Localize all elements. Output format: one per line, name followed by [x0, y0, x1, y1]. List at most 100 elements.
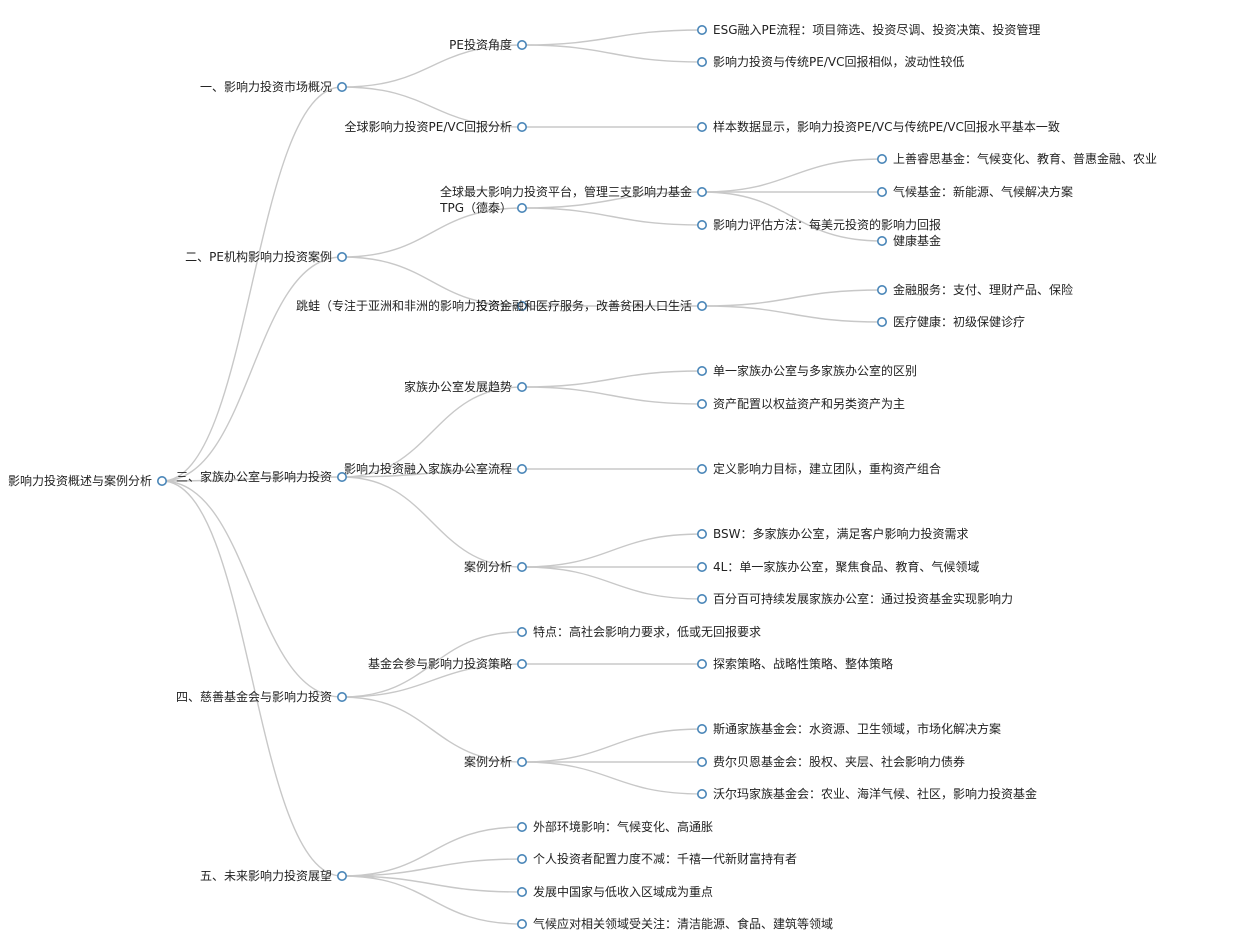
edge-root-s3	[161, 476, 343, 482]
node-label: 影响力投资与传统PE/VC回报相似，波动性较低	[713, 54, 964, 69]
node-circle-icon[interactable]	[876, 154, 887, 165]
node-circle-icon[interactable]	[516, 658, 527, 669]
mindmap-node-s1b[interactable]: 全球影响力投资PE/VC回报分析	[345, 119, 527, 134]
mindmap-node-s3a[interactable]: 家族办公室发展趋势	[404, 379, 527, 394]
node-circle-icon[interactable]	[696, 658, 707, 669]
edge-s3a-s3a1	[521, 370, 703, 388]
edge-s5-s5c	[341, 875, 523, 893]
mindmap-node-s2a2[interactable]: 影响力评估方法：每美元投资的影响力回报	[696, 217, 941, 232]
node-circle-icon[interactable]	[696, 187, 707, 198]
node-circle-icon[interactable]	[696, 220, 707, 231]
mindmap-node-s3a1[interactable]: 单一家族办公室与多家族办公室的区别	[696, 363, 917, 378]
mindmap-node-s3c2[interactable]: 4L：单一家族办公室，聚焦食品、教育、气候领域	[696, 559, 980, 574]
node-circle-icon[interactable]	[876, 236, 887, 247]
node-label: 影响力投资融入家族办公室流程	[344, 461, 512, 476]
mindmap-node-s3b[interactable]: 影响力投资融入家族办公室流程	[344, 461, 527, 476]
mindmap-node-s3a2[interactable]: 资产配置以权益资产和另类资产为主	[696, 397, 905, 411]
node-circle-icon[interactable]	[336, 82, 347, 93]
node-circle-icon[interactable]	[516, 463, 527, 474]
node-circle-icon[interactable]	[696, 723, 707, 734]
mindmap-node-s2b1b[interactable]: 医疗健康：初级保健诊疗	[876, 314, 1025, 329]
mindmap-node-s1a[interactable]: PE投资角度	[449, 37, 527, 52]
node-circle-icon[interactable]	[696, 365, 707, 376]
edge-s1a-s1a2	[521, 44, 703, 63]
node-circle-icon[interactable]	[336, 252, 347, 263]
node-circle-icon[interactable]	[516, 918, 527, 929]
mindmap-node-s2a[interactable]: TPG（德泰）	[439, 200, 527, 215]
node-circle-icon[interactable]	[696, 593, 707, 604]
node-circle-icon[interactable]	[516, 853, 527, 864]
node-label: 跳蛙（专注于亚洲和非洲的影响力投资）	[296, 298, 512, 313]
mindmap-node-s2a1b[interactable]: 气候基金：新能源、气候解决方案	[876, 184, 1073, 199]
node-circle-icon[interactable]	[516, 821, 527, 832]
mindmap-node-s4c[interactable]: 案例分析	[464, 754, 527, 769]
node-circle-icon[interactable]	[336, 870, 347, 881]
mindmap-node-s2b1a[interactable]: 金融服务：支付、理财产品、保险	[876, 282, 1073, 297]
edge-root-s1	[161, 86, 343, 482]
node-circle-icon[interactable]	[336, 691, 347, 702]
node-circle-icon[interactable]	[516, 756, 527, 767]
mindmap-node-root[interactable]: 影响力投资概述与案例分析	[8, 473, 168, 488]
node-circle-icon[interactable]	[516, 561, 527, 572]
node-circle-icon[interactable]	[876, 187, 887, 198]
node-label: 个人投资者配置力度不减：千禧一代新财富持有者	[533, 851, 797, 866]
node-circle-icon[interactable]	[696, 561, 707, 572]
node-circle-icon[interactable]	[336, 471, 347, 482]
node-circle-icon[interactable]	[876, 284, 887, 295]
node-circle-icon[interactable]	[696, 24, 707, 35]
node-circle-icon[interactable]	[157, 475, 168, 486]
node-label: 样本数据显示，影响力投资PE/VC与传统PE/VC回报水平基本一致	[713, 119, 1060, 134]
mindmap-node-s1a2[interactable]: 影响力投资与传统PE/VC回报相似，波动性较低	[696, 54, 965, 69]
mindmap-node-s2b1[interactable]: 投资金融和医疗服务，改善贫困人口生活	[476, 298, 707, 313]
mindmap-node-s3c[interactable]: 案例分析	[464, 559, 527, 574]
mindmap-node-s5b[interactable]: 个人投资者配置力度不减：千禧一代新财富持有者	[516, 851, 797, 866]
node-circle-icon[interactable]	[876, 316, 887, 327]
edge-root-s4	[161, 480, 343, 698]
node-circle-icon[interactable]	[516, 886, 527, 897]
mindmap-node-s3c1[interactable]: BSW：多家族办公室，满足客户影响力投资需求	[696, 526, 969, 541]
node-circle-icon[interactable]	[696, 122, 707, 133]
mindmap-node-s5c[interactable]: 发展中国家与低收入区域成为重点	[516, 884, 713, 899]
mindmap-node-s4c3[interactable]: 沃尔玛家族基金会：农业、海洋气候、社区，影响力投资基金	[696, 786, 1037, 801]
node-label: 斯通家族基金会：水资源、卫生领域，市场化解决方案	[713, 721, 1001, 736]
node-circle-icon[interactable]	[696, 528, 707, 539]
mindmap-node-s4a[interactable]: 特点：高社会影响力要求，低或无回报要求	[516, 624, 761, 639]
node-circle-icon[interactable]	[516, 300, 527, 311]
mindmap-node-s4c2[interactable]: 费尔贝恩基金会：股权、夹层、社会影响力债券	[696, 754, 965, 769]
node-label: 健康基金	[893, 233, 941, 248]
mindmap-node-s4[interactable]: 四、慈善基金会与影响力投资	[176, 689, 347, 704]
mindmap-node-s4c1[interactable]: 斯通家族基金会：水资源、卫生领域，市场化解决方案	[696, 721, 1001, 736]
mindmap-node-s5[interactable]: 五、未来影响力投资展望	[200, 868, 347, 883]
node-circle-icon[interactable]	[696, 398, 707, 409]
mindmap-node-s3b1[interactable]: 定义影响力目标，建立团队，重构资产组合	[696, 461, 941, 476]
mindmap-node-s3[interactable]: 三、家族办公室与影响力投资	[176, 469, 347, 484]
node-circle-icon[interactable]	[516, 39, 527, 50]
node-circle-icon[interactable]	[516, 203, 527, 214]
mindmap-node-s2[interactable]: 二、PE机构影响力投资案例	[185, 249, 347, 264]
mindmap-node-s2a1[interactable]: 全球最大影响力投资平台，管理三支影响力基金	[440, 184, 707, 199]
mindmap-node-s4b1[interactable]: 探索策略、战略性策略、整体策略	[696, 656, 893, 671]
mindmap-node-s5d[interactable]: 气候应对相关领域受关注：清洁能源、食品、建筑等领域	[516, 916, 833, 931]
mindmap-node-s2a1a[interactable]: 上善睿思基金：气候变化、教育、普惠金融、农业	[876, 151, 1157, 166]
node-circle-icon[interactable]	[696, 56, 707, 67]
mindmap-node-s1a1[interactable]: ESG融入PE流程：项目筛选、投资尽调、投资决策、投资管理	[696, 22, 1041, 37]
mindmap-node-s4b[interactable]: 基金会参与影响力投资策略	[368, 656, 527, 671]
mindmap-node-s2b[interactable]: 跳蛙（专注于亚洲和非洲的影响力投资）	[296, 298, 527, 313]
node-circle-icon[interactable]	[516, 626, 527, 637]
node-circle-icon[interactable]	[696, 756, 707, 767]
node-label: 上善睿思基金：气候变化、教育、普惠金融、农业	[893, 151, 1157, 166]
mindmap-node-s5a[interactable]: 外部环境影响：气候变化、高通胀	[516, 819, 713, 834]
mindmap-node-s2a1c[interactable]: 健康基金	[876, 233, 941, 248]
node-circle-icon[interactable]	[516, 122, 527, 133]
mindmap-node-s1[interactable]: 一、影响力投资市场概况	[200, 79, 347, 94]
edge-s2a1-s2a1a	[701, 158, 883, 193]
node-circle-icon[interactable]	[696, 788, 707, 799]
node-circle-icon[interactable]	[696, 300, 707, 311]
mindmap-nodes: 影响力投资概述与案例分析 一、影响力投资市场概况 PE投资角度 ESG融入PE流程：项…	[8, 22, 1157, 931]
node-label: 全球最大影响力投资平台，管理三支影响力基金	[440, 184, 692, 199]
node-circle-icon[interactable]	[516, 381, 527, 392]
node-label: 医疗健康：初级保健诊疗	[893, 314, 1025, 329]
node-circle-icon[interactable]	[696, 463, 707, 474]
mindmap-node-s3c3[interactable]: 百分百可持续发展家族办公室：通过投资基金实现影响力	[696, 591, 1013, 606]
mindmap-node-s1b1[interactable]: 样本数据显示，影响力投资PE/VC与传统PE/VC回报水平基本一致	[696, 119, 1060, 134]
